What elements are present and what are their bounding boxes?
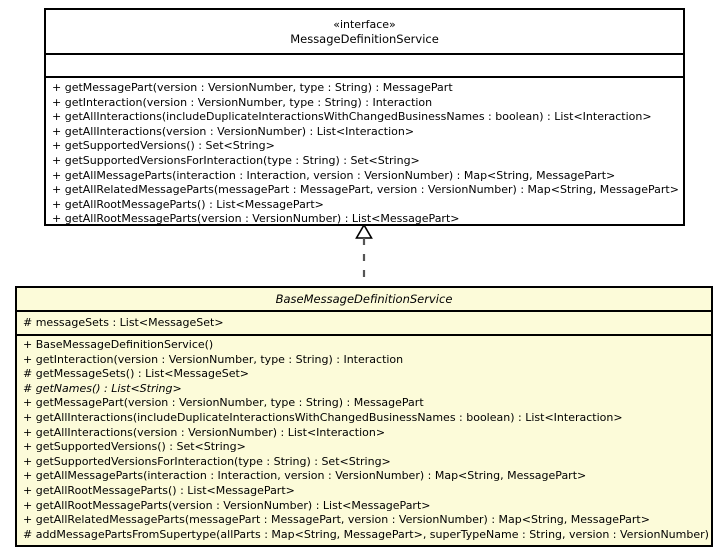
method-row[interactable]: + getAllInteractions(includeDuplicateInt…	[23, 410, 623, 424]
class-header: BaseMessageDefinitionService	[17, 288, 711, 312]
method-row[interactable]: # getNames() : List<String>	[23, 381, 182, 395]
interface-header: «interface» MessageDefinitionService	[46, 10, 683, 55]
class-name-label: BaseMessageDefinitionService	[275, 292, 453, 306]
class-attributes-compartment: # messageSets : List<MessageSet>	[17, 312, 711, 336]
method-row[interactable]: + getSupportedVersionsForInteraction(typ…	[52, 153, 420, 167]
method-row[interactable]: + getMessagePart(version : VersionNumber…	[52, 81, 453, 94]
method-row[interactable]: # addMessagePartsFromSupertype(allParts …	[23, 527, 709, 541]
method-row[interactable]: + getInteraction(version : VersionNumber…	[23, 352, 404, 366]
interface-class-box[interactable]: «interface» MessageDefinitionService + g…	[44, 8, 685, 226]
method-row[interactable]: + getAllRootMessageParts(version : Versi…	[52, 212, 460, 226]
method-row[interactable]: + getAllRelatedMessageParts(messagePart …	[52, 183, 679, 197]
method-row[interactable]: + getMessagePart(version : VersionNumber…	[23, 396, 424, 410]
interface-methods-compartment: + getMessagePart(version : VersionNumber…	[46, 78, 683, 229]
interface-attributes-compartment	[46, 55, 683, 78]
method-row[interactable]: + getAllMessageParts(interaction : Inter…	[23, 469, 587, 483]
method-row[interactable]: + getSupportedVersionsForInteraction(typ…	[23, 454, 391, 468]
realization-arrowhead	[355, 224, 373, 239]
interface-name-label: MessageDefinitionService	[290, 31, 439, 46]
method-row[interactable]: # getMessageSets() : List<MessageSet>	[23, 367, 249, 381]
method-row[interactable]: + getAllInteractions(version : VersionNu…	[52, 124, 415, 138]
method-row[interactable]: + getInteraction(version : VersionNumber…	[52, 95, 433, 109]
method-row[interactable]: + getAllMessageParts(interaction : Inter…	[52, 168, 616, 182]
method-row[interactable]: + getAllRootMessageParts(version : Versi…	[23, 498, 431, 512]
attribute-row[interactable]: # messageSets : List<MessageSet>	[23, 315, 224, 329]
method-row[interactable]: + getAllRootMessageParts() : List<Messag…	[23, 483, 295, 497]
method-row[interactable]: + getAllInteractions(includeDuplicateInt…	[52, 110, 652, 124]
method-row[interactable]: + getAllRelatedMessageParts(messagePart …	[23, 513, 650, 527]
interface-stereotype-label: «interface»	[333, 17, 396, 31]
method-row[interactable]: + getAllInteractions(version : VersionNu…	[23, 425, 386, 439]
abstract-class-box[interactable]: BaseMessageDefinitionService # messageSe…	[15, 286, 713, 547]
method-row[interactable]: + getAllRootMessageParts() : List<Messag…	[52, 197, 324, 211]
realization-connector	[355, 224, 373, 288]
method-row[interactable]: + getSupportedVersions() : Set<String>	[23, 440, 246, 454]
class-methods-compartment: + BaseMessageDefinitionService() + getIn…	[17, 336, 711, 544]
method-row[interactable]: + getSupportedVersions() : Set<String>	[52, 139, 275, 153]
method-row[interactable]: + BaseMessageDefinitionService()	[23, 338, 214, 351]
